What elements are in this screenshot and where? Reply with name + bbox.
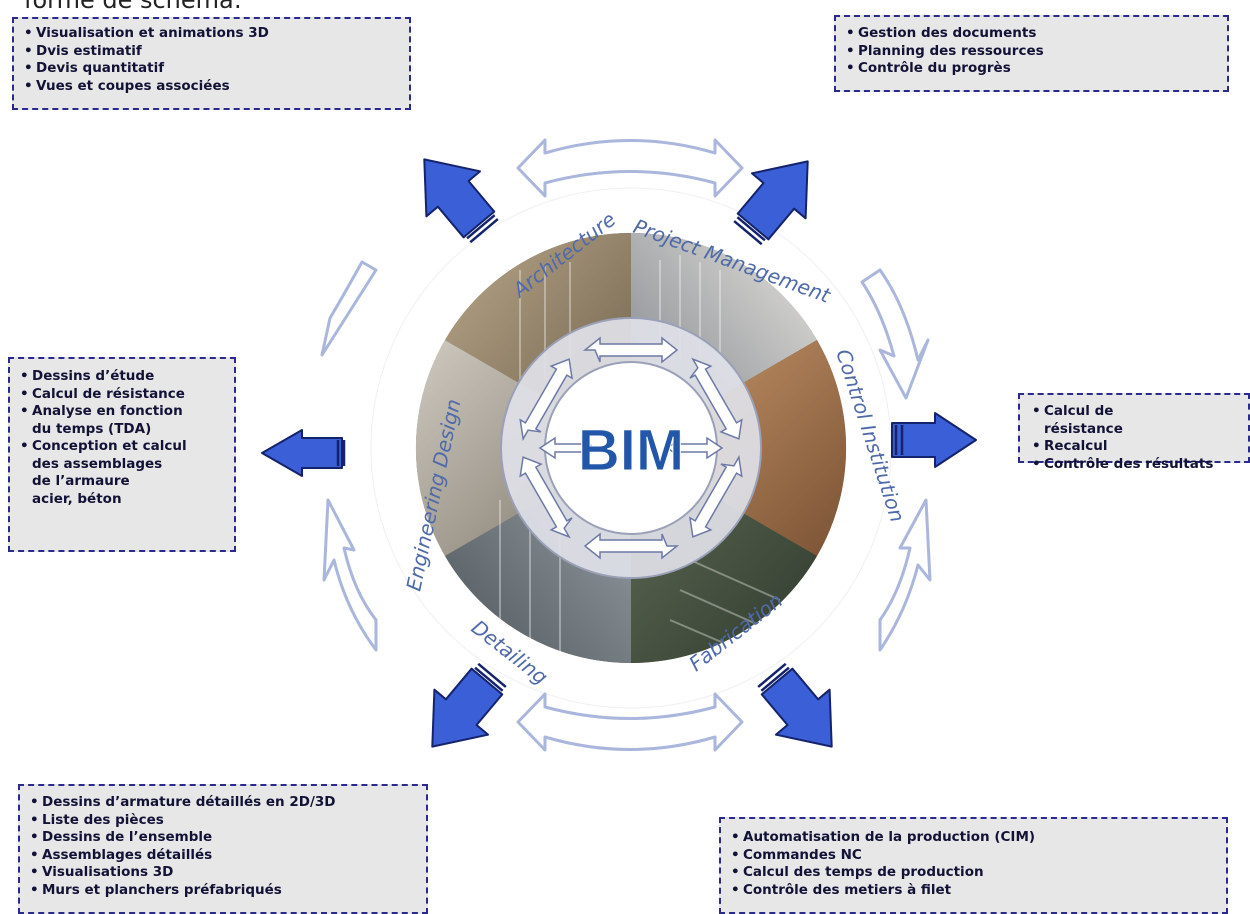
list-item: Dvis estimatif bbox=[24, 43, 399, 61]
list-item: Visualisation et animations 3D bbox=[24, 25, 399, 43]
list-item: Contrôle des résultats bbox=[1032, 456, 1238, 474]
list-item-text: Calcul de bbox=[1044, 403, 1114, 419]
architecture-info-box: Visualisation et animations 3D Dvis esti… bbox=[12, 17, 411, 110]
list-item: Vues et coupes associées bbox=[24, 78, 399, 96]
list-item: Dessins d’armature détaillés en 2D/3D bbox=[30, 794, 416, 812]
control-institution-info-box: Calcul de résistance Recalcul Contrôle d… bbox=[1018, 393, 1250, 473]
list-item: Dessins de l’ensemble bbox=[30, 829, 416, 847]
inner-cycle-arrows bbox=[519, 336, 743, 560]
list-item: Liste des pièces bbox=[30, 812, 416, 830]
list-item: Assemblages détaillés bbox=[30, 847, 416, 865]
bim-center-label: BIM bbox=[578, 418, 684, 483]
list-item: Gestion des documents bbox=[846, 25, 1217, 43]
outer-cycle-arrows bbox=[320, 138, 932, 752]
list-item-continuation: acier, béton bbox=[32, 490, 122, 507]
list-item-continuation: des assemblages bbox=[32, 455, 163, 472]
list-item-continuation: du temps (TDA) bbox=[32, 420, 152, 437]
list-item: Dessins d’étude bbox=[20, 368, 224, 386]
header-text: forme de schéma: bbox=[24, 0, 242, 14]
list-item: Devis quantitatif bbox=[24, 60, 399, 78]
list-item-continuation: de l’armaure bbox=[32, 473, 130, 489]
list-item-text: Analyse en fonction bbox=[32, 403, 183, 419]
list-item: Murs et planchers préfabriqués bbox=[30, 882, 416, 900]
label-band bbox=[371, 188, 891, 708]
list-item: Recalcul bbox=[1032, 438, 1238, 456]
engineering-design-info-box: Dessins d’étude Calcul de résistance Ana… bbox=[8, 357, 236, 552]
list-item: Commandes NC bbox=[731, 847, 1216, 865]
list-item: Contrôle du progrès bbox=[846, 60, 1217, 78]
list-item: Conception et calcul des assemblages de … bbox=[20, 438, 224, 508]
list-item: Planning des ressources bbox=[846, 43, 1217, 61]
project-management-info-box: Gestion des documents Planning des resso… bbox=[834, 15, 1229, 92]
detailing-info-box: Dessins d’armature détaillés en 2D/3D Li… bbox=[18, 784, 428, 914]
list-item: Analyse en fonction du temps (TDA) bbox=[20, 403, 224, 438]
spoke-arrows bbox=[538, 436, 724, 460]
list-item: Calcul de résistance bbox=[20, 386, 224, 404]
list-item-continuation: résistance bbox=[1044, 420, 1123, 437]
list-item-text: Conception et calcul bbox=[32, 438, 187, 454]
list-item: Calcul de résistance bbox=[1032, 403, 1238, 438]
list-item: Visualisations 3D bbox=[30, 864, 416, 882]
fabrication-info-box: Automatisation de la production (CIM) Co… bbox=[719, 817, 1228, 914]
list-item: Automatisation de la production (CIM) bbox=[731, 829, 1216, 847]
list-item: Contrôle des metiers à filet bbox=[731, 882, 1216, 900]
list-item: Calcul des temps de production bbox=[731, 864, 1216, 882]
block-arrow-icon bbox=[261, 158, 977, 748]
